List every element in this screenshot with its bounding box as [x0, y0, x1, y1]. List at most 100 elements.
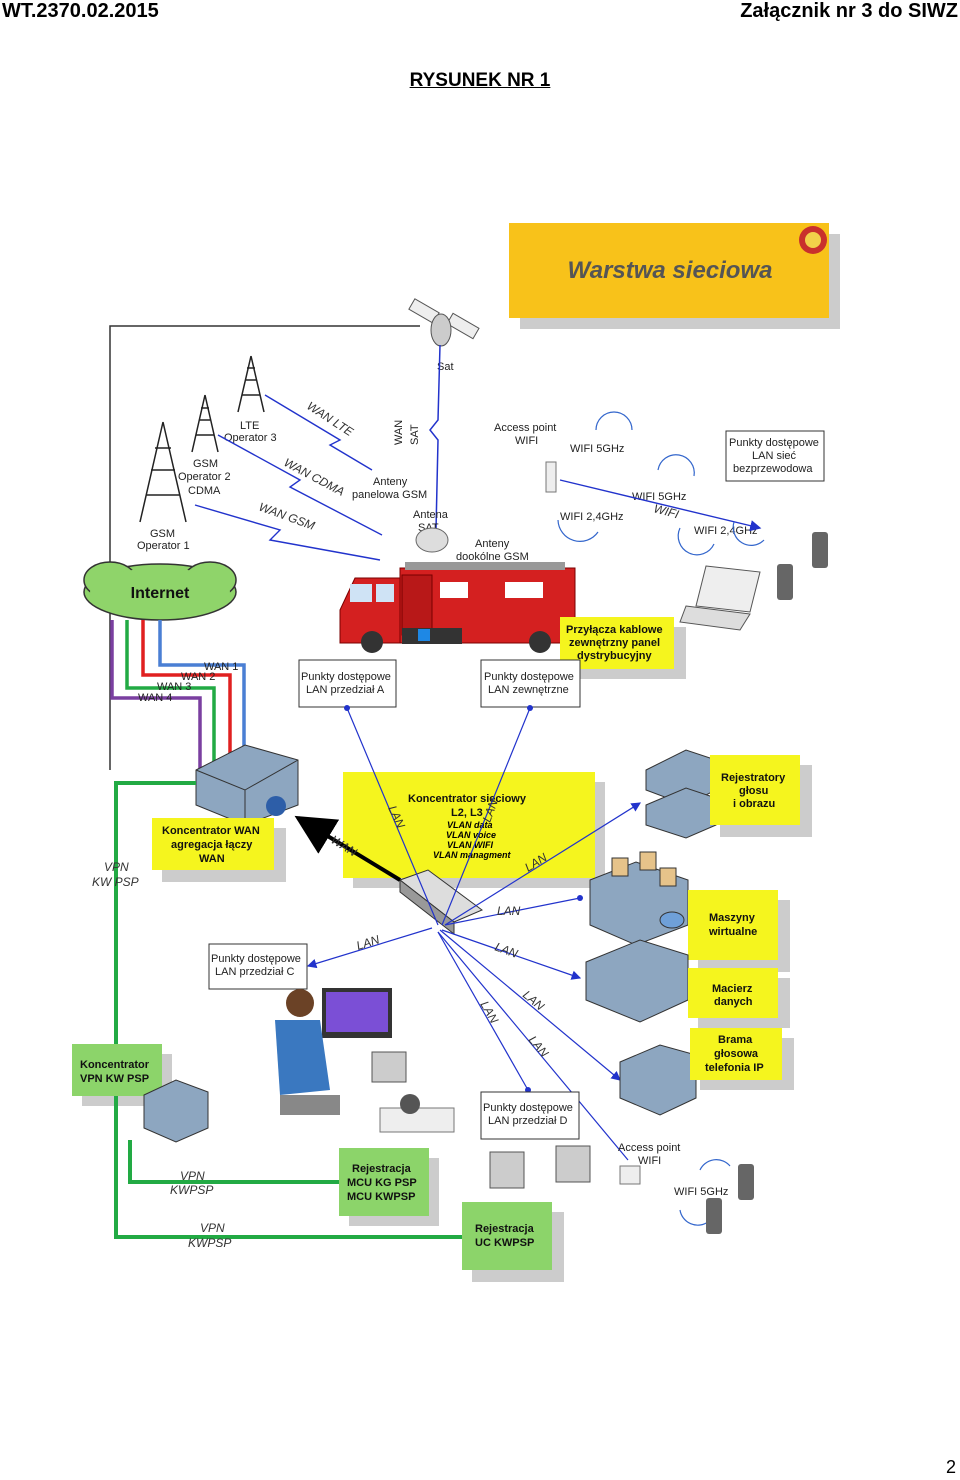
anteny-panelowa-1: Anteny [373, 476, 408, 488]
punkty-a-1: Punkty dostępowe [301, 671, 391, 683]
satellite-icon [408, 298, 480, 347]
anteny-dookolne-1: Anteny [475, 538, 510, 550]
rejestracja-mcu-1: Rejestracja [352, 1163, 412, 1175]
access-point-bottom-1: Access point [618, 1142, 680, 1154]
desk-phone-icon [489, 1151, 525, 1189]
phone-icon [738, 1164, 754, 1200]
wan2-line [141, 620, 232, 760]
koncentrator-sieciowy-1: Koncentrator sieciowy [408, 793, 527, 805]
macierz-1: Macierz [712, 983, 753, 995]
koncentrator-vpn-2: VPN KW PSP [80, 1073, 149, 1085]
wifi-5-top: WIFI 5GHz [570, 443, 624, 455]
annex-label: Załącznik nr 3 do SIWZ [740, 0, 958, 22]
koncentrator-wan-1: Koncentrator WAN [162, 825, 260, 837]
punkty-d-2: LAN przedział D [488, 1115, 568, 1127]
access-point-top-1: Access point [494, 422, 556, 434]
vpn-kwpsp-3a: VPN [200, 1221, 225, 1235]
internet-cloud: Internet [83, 561, 237, 621]
wan1-line [158, 620, 246, 760]
gsm1-label-2: Operator 1 [137, 540, 190, 552]
rejestratory-1: Rejestratory [721, 772, 786, 784]
macierz-2: danych [714, 996, 753, 1008]
wifi-5-mid: WIFI 5GHz [632, 491, 686, 503]
layer-title-box: Warstwa sieciowa [509, 223, 840, 329]
vpn-kwpsp-1b: KW PSP [92, 875, 139, 889]
virtual-machines-server-icon [589, 851, 689, 946]
lan-links [306, 707, 642, 1161]
voice-gateway-server-icon [619, 1044, 697, 1116]
punkty-zew-2: LAN zewnętrzne [488, 684, 569, 696]
rejestratory-3: i obrazu [733, 798, 775, 810]
rejestracja-mcu-3: MCU KWPSP [347, 1191, 415, 1203]
wan-sat-link [429, 344, 441, 531]
lan-label-macierz: LAN [493, 940, 520, 961]
vlan-data: VLAN data [447, 820, 493, 830]
vpn-kwpsp-3b: KWPSP [188, 1236, 231, 1250]
wifi-arcs [557, 411, 765, 556]
wan-gsm-label: WAN GSM [257, 500, 317, 533]
brama-2: głosowa [714, 1048, 759, 1060]
wan-uplink-arrow [294, 815, 402, 882]
page-number: 2 [945, 1457, 956, 1477]
punkty-zew-1: Punkty dostępowe [484, 671, 574, 683]
operator-workstation-icon [275, 988, 392, 1115]
sat-label: Sat [437, 361, 454, 373]
vlan-wifi: VLAN WIFI [447, 840, 493, 850]
video-conference-icon [379, 1094, 455, 1133]
punkty-d-1: Punkty dostępowe [483, 1102, 573, 1114]
lan-label-maszyny: LAN [497, 904, 521, 918]
sat-dish-icon [415, 527, 449, 553]
antena-sat-1: Antena [413, 509, 449, 521]
punkty-wifi-3: bezprzewodowa [733, 463, 813, 475]
koncentrator-wan-2: agregacja łączy [171, 839, 253, 851]
punkty-a-2: LAN przedział A [306, 684, 385, 696]
wan-sat-label-2: SAT [409, 424, 421, 445]
sat-link-line [109, 325, 420, 770]
koncentrator-vpn-1: Koncentrator [80, 1059, 150, 1071]
wifi-link-arrow [559, 479, 762, 532]
vpn-kwpsp-1a: VPN [104, 860, 129, 874]
vpn-kwpsp-line [114, 781, 196, 1046]
document-id: WT.2370.02.2015 [2, 0, 159, 22]
wifi-24-right: WIFI 2,4GHz [694, 525, 758, 537]
wan-cdma-label: WAN CDMA [282, 455, 347, 499]
lan-label-brama: LAN [520, 988, 547, 1014]
tower-gsm2-icon [191, 394, 219, 453]
wifi-arcs-bottom [679, 1159, 731, 1226]
gsm2-label-3: CDMA [188, 485, 221, 497]
wan-gsm-link [194, 504, 381, 561]
phone-icon [812, 532, 828, 568]
brama-3: telefonia IP [705, 1062, 764, 1074]
brama-1: Brama [718, 1034, 753, 1046]
wan4-label: WAN 4 [138, 692, 172, 704]
rejestratory-2: głosu [739, 785, 768, 797]
wan-lte-link [264, 394, 373, 471]
lan-label-ap: LAN [526, 1033, 552, 1060]
recorder-server-icon [645, 749, 717, 839]
przylacza-1: Przyłącza kablowe [566, 624, 663, 636]
vpn-kwpsp-2b: KWPSP [170, 1183, 213, 1197]
vpn-mcu-line [128, 1140, 340, 1184]
tower-gsm1-icon [139, 421, 187, 523]
anteny-dookolne-2: dookólne GSM [456, 551, 529, 563]
storage-server-icon [585, 939, 689, 1023]
wifi-label: WIFI [652, 501, 681, 521]
access-point-top-2: WIFI [515, 435, 538, 447]
vpn-kwpsp-2a: VPN [180, 1169, 205, 1183]
maszyny-1: Maszyny [709, 912, 756, 924]
vlan-managment: VLAN managment [433, 850, 512, 860]
laptop-icon [679, 565, 761, 631]
punkty-c-2: LAN przedział C [215, 966, 295, 978]
wan3-line [125, 620, 216, 770]
gsm2-label-1: GSM [193, 458, 218, 470]
wan-concentrator-server-icon [195, 744, 299, 826]
internet-label: Internet [131, 585, 190, 602]
desk-phone-icon [371, 1051, 407, 1083]
lan-label-c: LAN [355, 932, 382, 953]
gsm1-label-1: GSM [150, 528, 175, 540]
fire-truck-icon [339, 562, 576, 653]
maszyny-2: wirtualne [708, 926, 757, 938]
access-point-bottom-icon [619, 1165, 641, 1185]
wan1-label: WAN 1 [204, 661, 238, 673]
